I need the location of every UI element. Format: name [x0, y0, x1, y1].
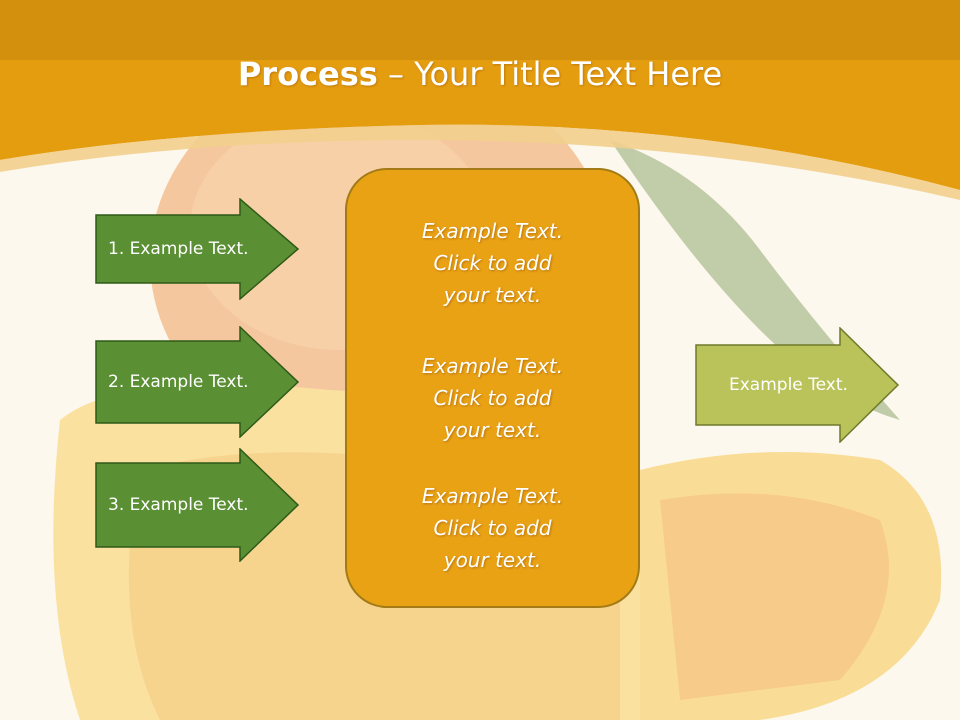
title-bold-text: Process — [237, 55, 378, 93]
step-label-3: 3. Example Text. — [108, 495, 249, 515]
step-label-2: 2. Example Text. — [108, 372, 249, 392]
step-arrow-1[interactable]: 1. Example Text. — [95, 198, 300, 300]
arrow-shape — [695, 327, 900, 443]
paragraph-line: your text. — [443, 283, 542, 307]
paragraph-line: Click to add — [433, 516, 552, 540]
paragraph-line: Click to add — [433, 386, 552, 410]
center-text-box[interactable]: Example Text. Click to add your text. Ex… — [345, 168, 640, 608]
paragraph-line: your text. — [443, 418, 542, 442]
paragraph-line: your text. — [443, 548, 542, 572]
step-arrow-3[interactable]: 3. Example Text. — [95, 448, 300, 562]
center-paragraph-3[interactable]: Example Text. Click to add your text. — [347, 480, 638, 576]
paragraph-line: Click to add — [433, 251, 552, 275]
step-arrow-2[interactable]: 2. Example Text. — [95, 326, 300, 438]
center-paragraph-1[interactable]: Example Text. Click to add your text. — [347, 215, 638, 311]
paragraph-line: Example Text. — [421, 219, 564, 243]
arrow-shape — [95, 198, 300, 300]
arrow-shape — [95, 326, 300, 438]
output-arrow[interactable]: Example Text. — [695, 327, 900, 443]
output-label: Example Text. — [729, 375, 848, 395]
paragraph-line: Example Text. — [421, 354, 564, 378]
arrow-shape — [95, 448, 300, 562]
center-paragraph-2[interactable]: Example Text. Click to add your text. — [347, 350, 638, 446]
paragraph-line: Example Text. — [421, 484, 564, 508]
slide-title: Process – Your Title Text Here — [0, 52, 960, 96]
step-label-1: 1. Example Text. — [108, 239, 249, 259]
title-rest-text: – Your Title Text Here — [377, 55, 723, 93]
header-band — [0, 0, 960, 200]
